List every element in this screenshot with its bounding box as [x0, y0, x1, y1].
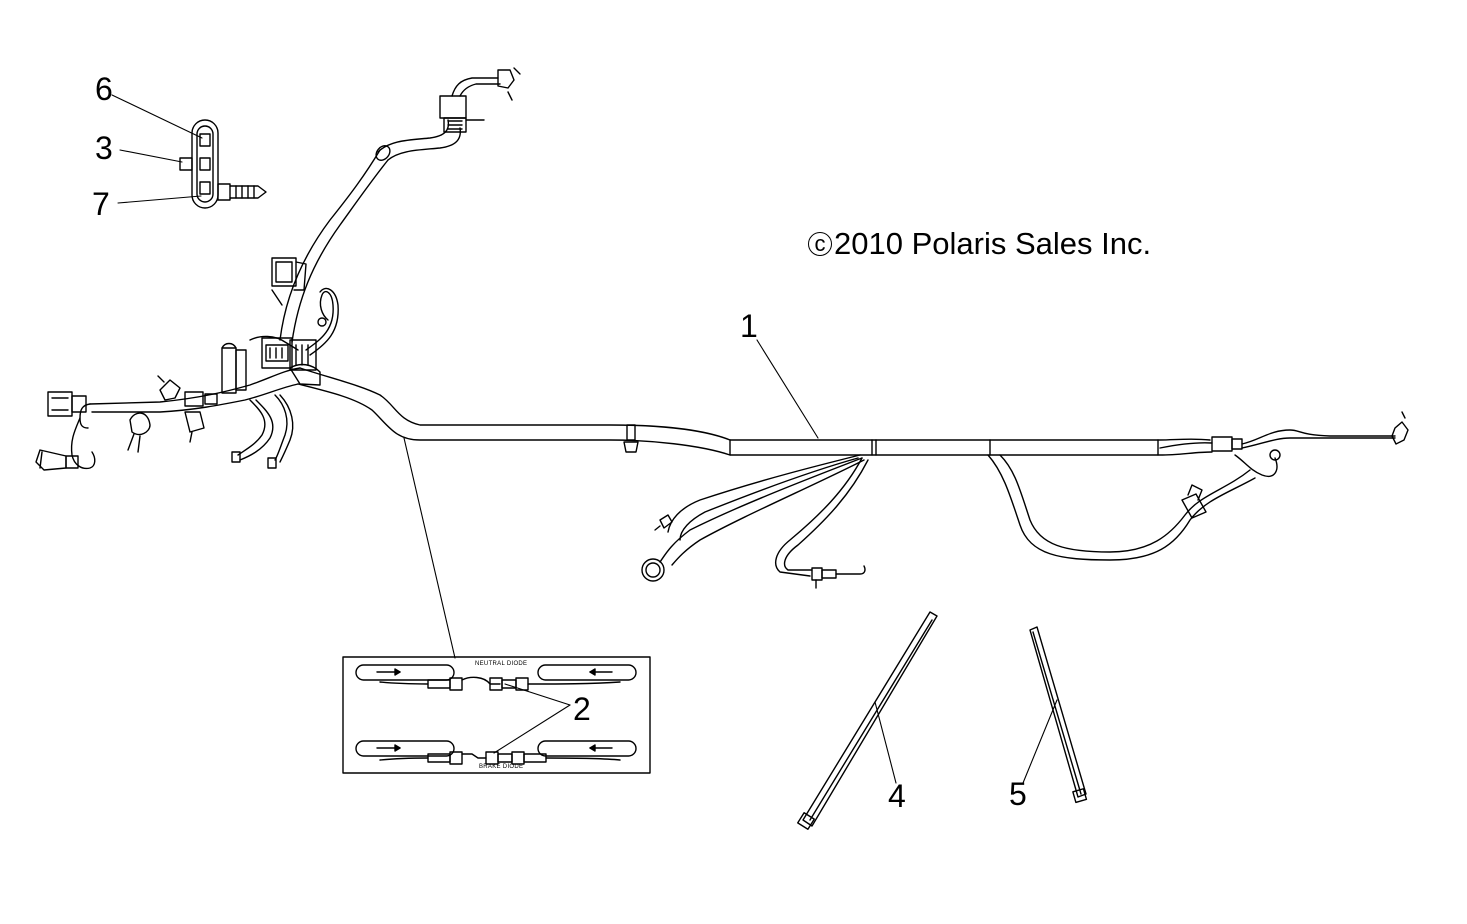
left-harness-head — [35, 287, 339, 471]
inset-bottom-label: BRAKE DIODE — [479, 764, 524, 770]
leader-5 — [1022, 699, 1058, 784]
callout-6: 6 — [95, 71, 113, 107]
switch-detail — [179, 119, 267, 209]
right-harness-branches — [987, 411, 1409, 561]
upper-harness-tail — [271, 67, 521, 343]
callout-2: 2 — [573, 691, 591, 727]
leader-6 — [111, 94, 203, 139]
callout-4: 4 — [888, 778, 906, 814]
leader-4 — [874, 701, 897, 784]
callout-3: 3 — [95, 130, 113, 166]
lower-harness-branches — [641, 454, 869, 589]
main-harness-trunk — [297, 367, 1213, 456]
inset-top-label: NEUTRAL DIODE — [475, 661, 528, 667]
diode-inset-box — [342, 656, 651, 774]
leader-3 — [119, 149, 183, 163]
cable-tie-4 — [797, 611, 938, 830]
leader-1 — [756, 339, 819, 439]
callout-7: 7 — [92, 186, 110, 222]
copyright-text: 2010 Polaris Sales Inc. — [834, 226, 1152, 261]
callout-5: 5 — [1009, 776, 1027, 812]
callout-1: 1 — [740, 308, 758, 344]
copyright-symbol: c — [808, 232, 832, 256]
leader-lines — [111, 94, 1058, 784]
leader-2b — [493, 704, 571, 754]
leader-7 — [117, 195, 202, 204]
leader-2a — [504, 683, 571, 706]
leader-2-inset — [403, 437, 456, 659]
cable-tie-5 — [1029, 626, 1088, 804]
